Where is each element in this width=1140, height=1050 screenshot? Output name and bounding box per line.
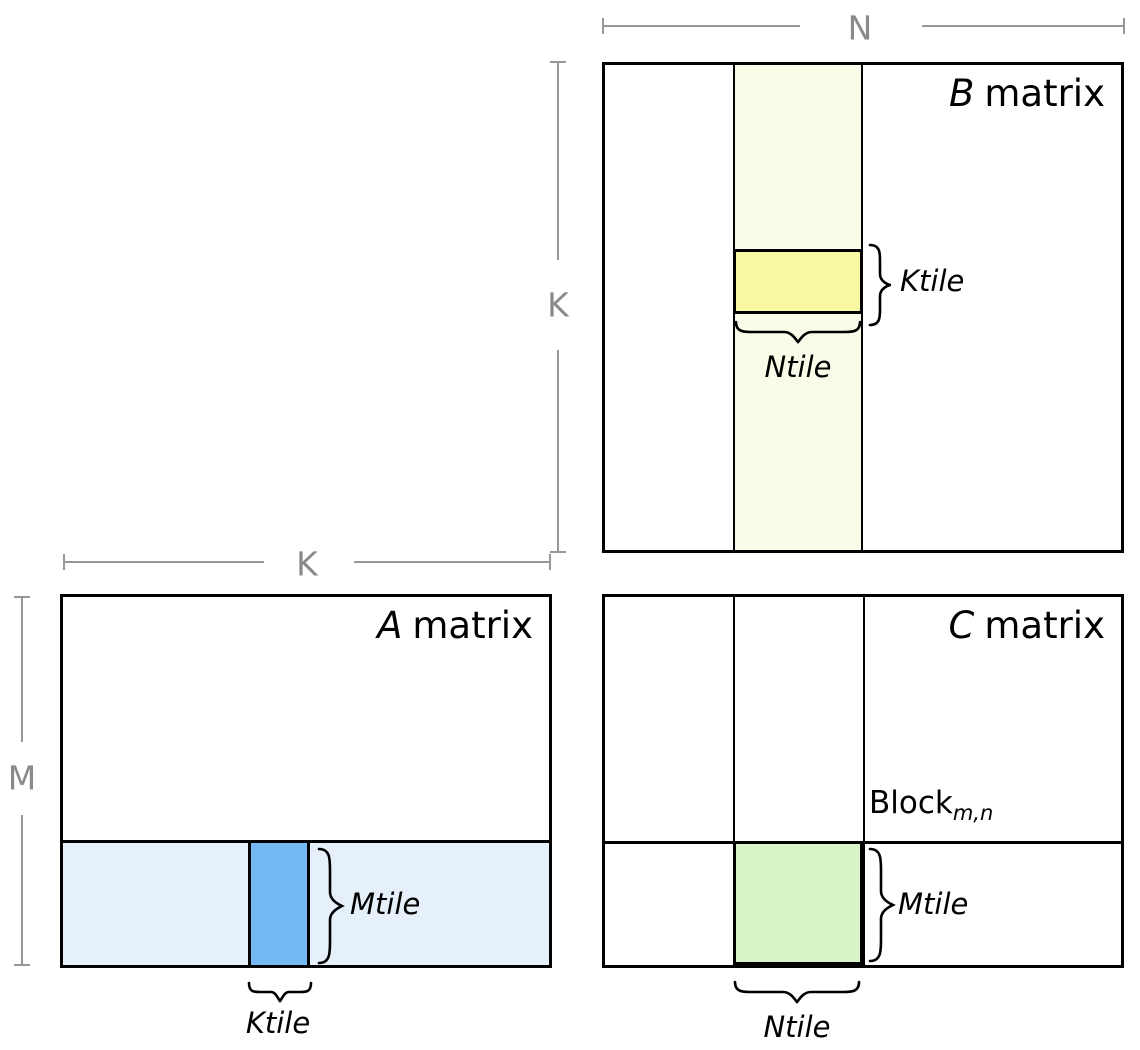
c-block-subscript: m,n [952,801,994,825]
a-matrix-letter: A [377,604,403,647]
k-horiz-right-tick [549,554,551,570]
k-vert-label: K [547,285,569,325]
a-mtile-brace [317,847,345,965]
k-horiz-line-left [64,561,264,563]
a-ktile-label: Ktile [245,1006,311,1040]
a-ktile-underbrace [247,981,313,1003]
k-vert-line-top [557,62,559,260]
k-vert-bottom-tick [550,551,566,553]
c-matrix-column-line-left [733,597,735,965]
c-matrix-column-line-right [863,597,865,965]
m-dim-line-top [21,597,23,742]
m-dim-bottom-tick [14,964,30,966]
b-ktile-label: Ktile [900,264,965,298]
n-dim-line-left [603,25,800,27]
c-block-label: Blockm,n [869,785,994,825]
n-dim-right-tick [1123,18,1125,34]
k-vert-line-bottom [557,350,559,553]
m-dim-line-bottom [21,815,23,965]
a-matrix-mtile-ktile-tile [248,840,310,965]
c-mtile-brace [868,847,896,963]
k-horiz-line-right [354,561,550,563]
n-dim-label: N [847,8,873,48]
c-ntile-underbrace [733,980,861,1004]
b-ktile-brace [868,243,892,327]
b-ntile-label: Ntile [764,350,832,384]
c-ntile-label: Ntile [763,1010,831,1044]
m-dim-label: M [7,758,37,798]
b-ntile-underbrace [734,320,862,344]
b-matrix-letter: B [948,72,975,115]
a-mtile-label: Mtile [350,887,421,921]
c-matrix-mtile-ntile-tile [733,841,863,965]
c-matrix-letter: C [948,604,975,647]
k-horiz-label: K [296,544,318,584]
c-matrix-row-line [605,841,1121,844]
n-dim-line-right [922,25,1124,27]
b-matrix-ktile-ntile-tile [733,249,863,314]
c-mtile-label: Mtile [898,887,969,921]
